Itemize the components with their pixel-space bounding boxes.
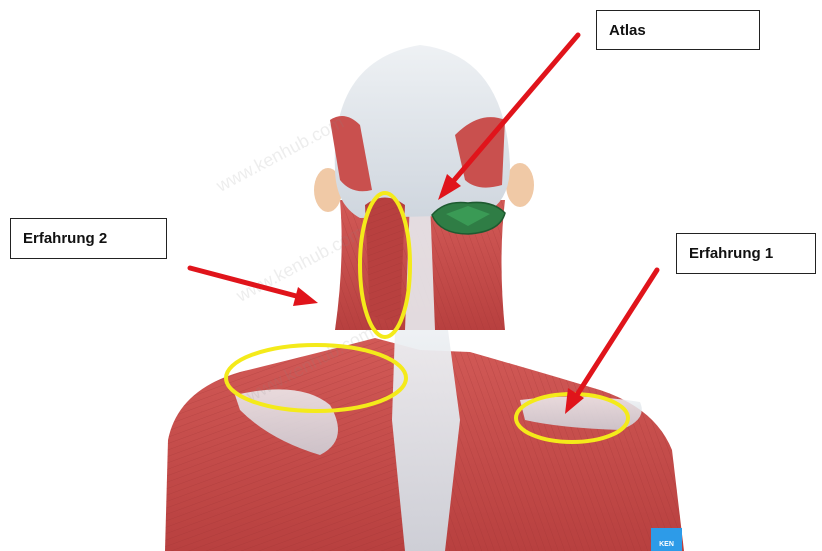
arrow-erfahrung2-head	[293, 287, 318, 306]
suboccipital-fibers	[365, 198, 405, 321]
label-erfahrung-2: Erfahrung 2	[10, 218, 167, 259]
kenhub-badge-text: KEN	[659, 541, 674, 548]
label-erfahrung-1-text: Erfahrung 1	[689, 245, 773, 262]
label-atlas: Atlas	[596, 10, 760, 50]
ear-right	[506, 163, 534, 207]
label-erfahrung-2-text: Erfahrung 2	[23, 230, 107, 247]
back-fibers-right	[420, 350, 684, 551]
label-atlas-text: Atlas	[609, 22, 646, 39]
arrow-erfahrung1-line	[575, 270, 657, 398]
label-erfahrung-1: Erfahrung 1	[676, 233, 816, 274]
kenhub-badge: KEN	[651, 528, 682, 551]
